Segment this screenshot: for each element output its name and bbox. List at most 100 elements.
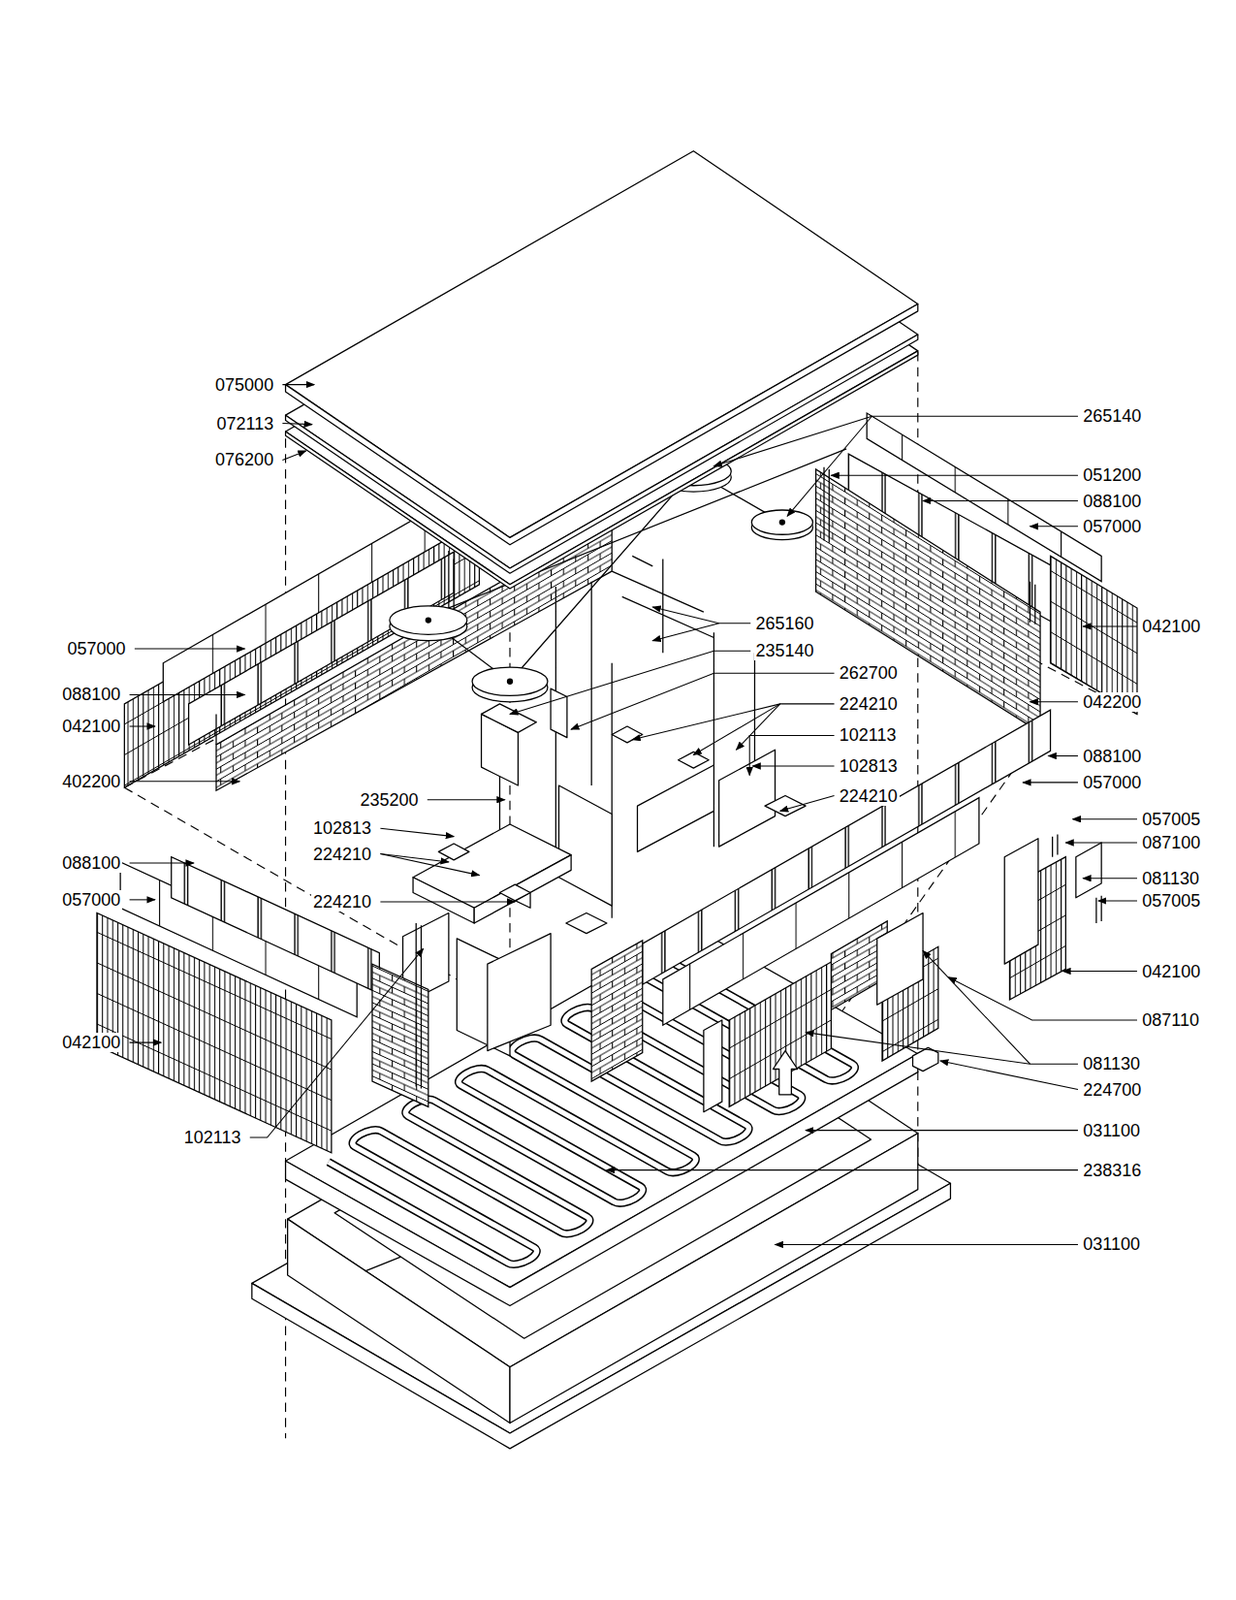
leader-line — [713, 415, 1078, 467]
signage — [1076, 842, 1102, 898]
callout-number: 102113 — [182, 1127, 244, 1147]
leader-line — [1082, 877, 1138, 879]
lavatory — [566, 913, 607, 934]
callout-number: 262700 — [837, 663, 900, 683]
callout-number: 031100 — [1080, 1234, 1142, 1254]
callout-number: 088100 — [60, 853, 123, 873]
leader-line — [1062, 970, 1138, 972]
leader-line — [693, 703, 780, 756]
leader-line — [129, 780, 241, 782]
leader-line — [780, 795, 835, 812]
partition-panel — [487, 933, 551, 1051]
callout-number: 235140 — [754, 640, 817, 661]
leader-line — [282, 450, 306, 460]
leader-line — [787, 415, 872, 516]
callout-number: 402200 — [60, 771, 123, 792]
brick-pier — [372, 963, 429, 1107]
masonry-veneer — [728, 961, 831, 1107]
leader-line — [129, 725, 156, 727]
leader-line — [830, 475, 1078, 476]
leader-line — [250, 948, 424, 1138]
leader-lines — [129, 384, 1138, 1245]
leader-line — [1022, 781, 1078, 783]
leader-line — [1073, 818, 1138, 820]
callout-number: 031100 — [1080, 1120, 1142, 1141]
door-frame — [1004, 838, 1039, 964]
leader-line — [749, 734, 834, 775]
callout-number: 224210 — [311, 844, 374, 864]
callout-number: 051200 — [1080, 465, 1143, 485]
steel-column — [824, 467, 1036, 625]
callout-number: 042100 — [60, 716, 123, 736]
light-disc — [472, 666, 548, 696]
plumbing-fixture — [678, 751, 710, 768]
callout-number: 102813 — [837, 756, 900, 776]
leader-line — [652, 606, 751, 624]
callout-number: 057005 — [1140, 890, 1203, 911]
callout-number: 081130 — [1080, 1053, 1142, 1074]
leader-line — [380, 854, 479, 876]
leader-line — [427, 798, 506, 800]
brick-pier — [591, 940, 643, 1081]
leader-line — [1098, 899, 1138, 901]
leader-line — [134, 648, 246, 650]
leader-line — [805, 1032, 1030, 1065]
callout-number: 224210 — [837, 786, 900, 806]
callout-number: 042100 — [60, 1032, 123, 1052]
callout-number: 057000 — [65, 638, 128, 659]
callout-number: 088100 — [60, 684, 123, 704]
roof-membrane — [285, 151, 919, 539]
leader-line — [282, 423, 313, 425]
callout-number: 042100 — [1140, 961, 1203, 982]
callout-number: 088100 — [1080, 491, 1143, 511]
toilet-partition — [637, 764, 715, 852]
leader-line — [129, 694, 246, 696]
callout-number: 042200 — [1080, 692, 1143, 712]
callout-number: 265140 — [1080, 406, 1143, 426]
leader-line — [752, 765, 834, 767]
column — [216, 550, 454, 745]
leader-line — [1030, 525, 1078, 527]
callout-number: 087110 — [1140, 1010, 1202, 1030]
exit-arrow — [772, 1050, 797, 1095]
leader-line — [775, 1243, 1078, 1245]
light-disc — [389, 605, 468, 634]
floor-slab-edge — [285, 1053, 919, 1306]
callout-number: 057000 — [1080, 772, 1143, 793]
toilet-partition — [719, 749, 776, 847]
post — [415, 922, 421, 1088]
callout-number: 081130 — [1140, 868, 1202, 888]
brick-wall — [816, 469, 1041, 732]
leader-line — [129, 898, 156, 900]
callout-number: 224210 — [311, 891, 374, 912]
callout-number: 235200 — [357, 790, 420, 810]
leader-line — [632, 703, 834, 740]
leader-line — [380, 827, 454, 836]
leader-line — [922, 950, 1078, 1064]
plumbing-fixture — [611, 726, 643, 743]
callout-number: 102113 — [837, 725, 899, 745]
callout-number: 057005 — [1140, 809, 1203, 829]
leader-line — [509, 650, 751, 714]
callout-number: 072113 — [214, 413, 276, 434]
lavatory — [499, 884, 531, 901]
counter-edge — [474, 855, 571, 923]
fixture-box — [913, 1046, 939, 1071]
roof-membrane-edge — [285, 303, 919, 544]
leader-line — [805, 1129, 1078, 1131]
lavatory — [438, 843, 470, 860]
leader-line — [1030, 700, 1078, 702]
leader-line — [1047, 755, 1078, 757]
callout-number: 224700 — [1080, 1079, 1143, 1100]
leader-line — [948, 977, 1138, 1020]
masonry-veneer — [1050, 555, 1138, 714]
light-disc — [751, 509, 813, 535]
callout-number: 076200 — [213, 449, 276, 470]
leader-line — [129, 861, 194, 863]
leader-line — [282, 383, 315, 385]
door-leaf — [877, 913, 923, 1006]
disc-center — [779, 518, 786, 525]
leader-line — [606, 1169, 1078, 1171]
drawing-group — [96, 151, 1138, 1449]
